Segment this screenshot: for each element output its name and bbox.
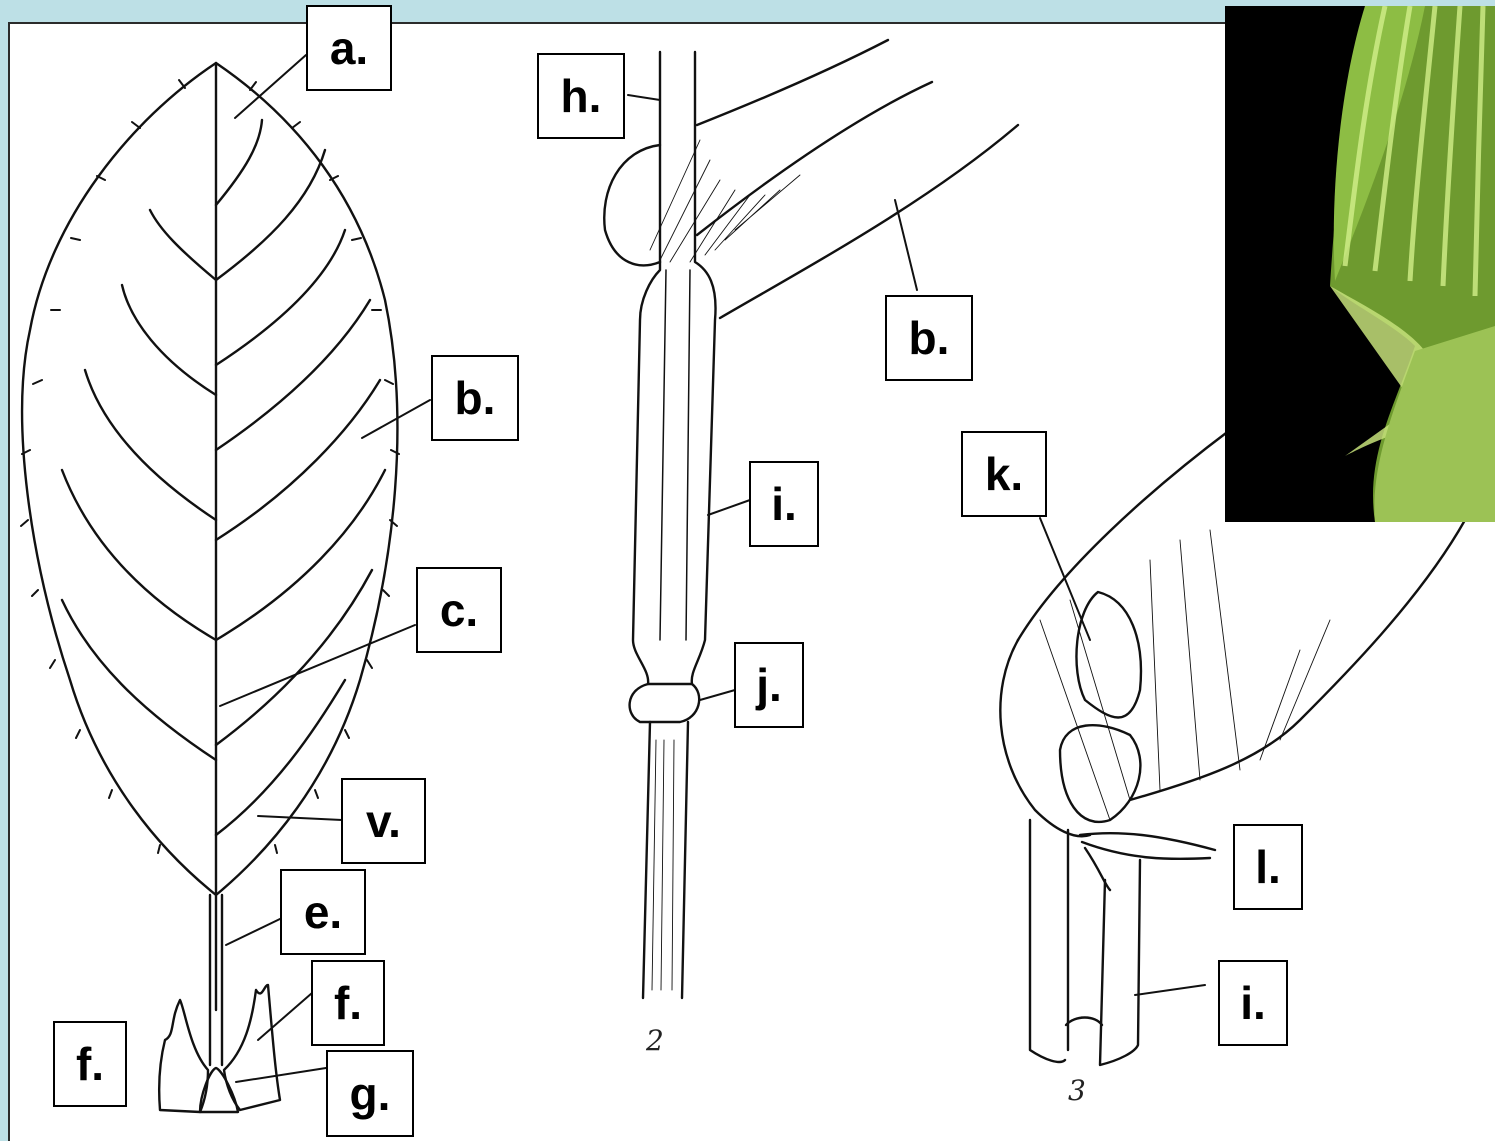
label-c: c.	[416, 567, 502, 653]
leaf-vein	[216, 120, 262, 205]
sheath-hatching	[1040, 530, 1330, 820]
label-a: a.	[306, 5, 392, 91]
leaf-vein	[216, 230, 345, 365]
stem-leader-lines	[628, 95, 917, 700]
leaf-blade-lower	[720, 125, 1018, 318]
stem-inner	[660, 270, 690, 640]
leaf-blade-outline	[22, 63, 397, 895]
label-b-leaf: b.	[431, 355, 519, 441]
label-b-grass: b.	[885, 295, 973, 381]
sheath-tube	[1030, 820, 1140, 1065]
label-h: h.	[537, 53, 625, 139]
leaf-hatching	[650, 140, 800, 262]
figure-number-3: 3	[1068, 1074, 1086, 1107]
leaf-vein	[216, 470, 385, 640]
sheath-tube-hollow	[1066, 1018, 1102, 1026]
leaf-vein	[62, 600, 216, 760]
label-i-stem: i.	[749, 461, 819, 547]
leaf-vein	[216, 680, 345, 835]
label-v: v.	[341, 778, 426, 864]
auricles	[1080, 833, 1215, 890]
sheath-opening	[1060, 725, 1140, 822]
leaf-drawing	[21, 55, 430, 1112]
node-swelling	[630, 684, 700, 722]
label-f-left: f.	[53, 1021, 127, 1107]
label-j: j.	[734, 642, 804, 728]
leaf-vein	[122, 285, 216, 395]
leaf-vein	[85, 370, 216, 520]
leaf-vein	[150, 210, 216, 280]
ligule-photo-image	[1225, 6, 1495, 522]
label-l: l.	[1233, 824, 1303, 910]
sheath-leader-lines	[1040, 518, 1205, 995]
internode	[643, 722, 688, 998]
leaf-vein	[216, 380, 380, 540]
ligule-photo	[1225, 6, 1495, 522]
stipule-left	[159, 1000, 208, 1112]
leaf-vein	[216, 570, 372, 745]
label-g: g.	[326, 1050, 414, 1137]
leaf-vein	[62, 470, 216, 640]
leaf-blade-upper	[697, 40, 888, 125]
label-i-sheath: i.	[1218, 960, 1288, 1046]
internode-striations	[652, 740, 674, 990]
stem-outer-right	[692, 52, 716, 684]
figure-number-2: 2	[646, 1024, 664, 1057]
leaf-vein	[216, 150, 325, 280]
label-f-right: f.	[311, 960, 385, 1046]
label-e: e.	[280, 869, 366, 955]
label-k: k.	[961, 431, 1047, 517]
